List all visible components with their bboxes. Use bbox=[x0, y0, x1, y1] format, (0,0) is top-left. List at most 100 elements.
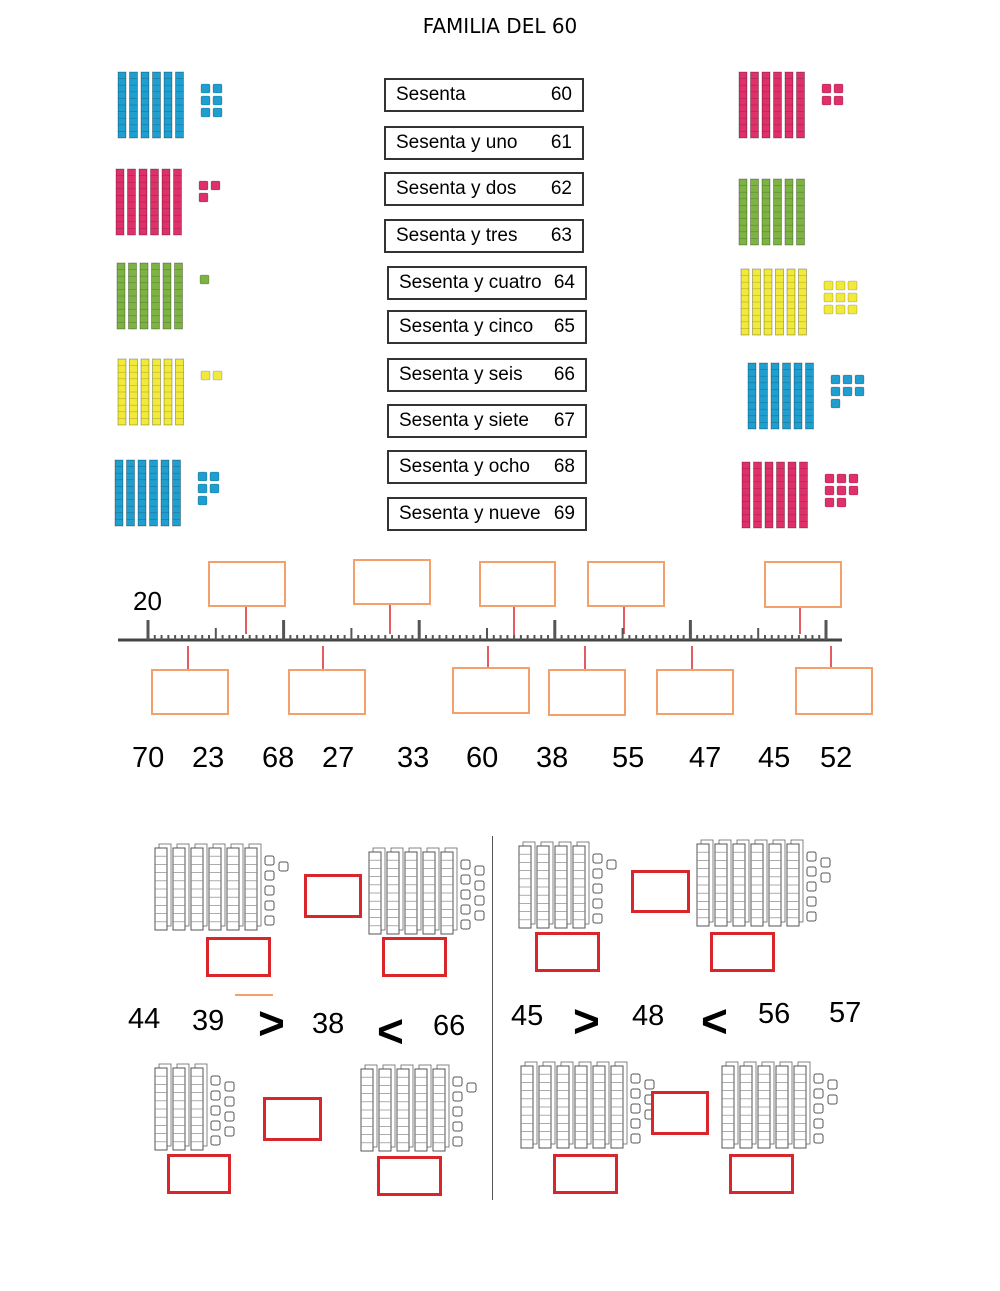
unit-cube bbox=[836, 497, 847, 508]
ten-rod bbox=[750, 71, 759, 139]
draggable-number[interactable]: 56 bbox=[758, 998, 791, 1030]
number-line-answer-box[interactable] bbox=[151, 669, 229, 715]
number-line-answer-box[interactable] bbox=[353, 559, 431, 605]
symbol-answer-box[interactable] bbox=[631, 870, 690, 913]
number-answer-box[interactable] bbox=[729, 1154, 794, 1194]
unit-cube bbox=[823, 292, 834, 303]
number-line-answer-box[interactable] bbox=[795, 667, 873, 715]
ten-rod bbox=[798, 268, 807, 336]
ten-rod bbox=[763, 268, 773, 336]
base-ten-blocks bbox=[520, 1061, 655, 1149]
symbol-answer-box[interactable] bbox=[304, 874, 362, 918]
number-answer-box[interactable] bbox=[535, 932, 600, 972]
number-answer-box[interactable] bbox=[167, 1154, 231, 1194]
unit-cube bbox=[264, 885, 275, 896]
draggable-number[interactable]: 60 bbox=[466, 742, 499, 774]
number-word: Sesenta y dos bbox=[396, 178, 517, 199]
draggable-number[interactable]: 45 bbox=[511, 1000, 544, 1032]
number-answer-box[interactable] bbox=[382, 937, 447, 977]
draggable-number[interactable]: 27 bbox=[322, 742, 355, 774]
ten-rod bbox=[172, 459, 181, 527]
draggable-number[interactable]: 47 bbox=[689, 742, 722, 774]
unit-cube bbox=[224, 1081, 235, 1092]
unit-cube bbox=[835, 304, 846, 315]
symbol-answer-box[interactable] bbox=[263, 1097, 322, 1141]
draggable-number[interactable]: 23 bbox=[192, 742, 225, 774]
ten-rod bbox=[152, 358, 161, 426]
ten-rod bbox=[796, 178, 805, 246]
greater-than-symbol[interactable]: > bbox=[573, 995, 600, 1047]
left-base-ten-blocks[interactable] bbox=[114, 458, 255, 530]
right-base-ten-blocks[interactable] bbox=[740, 267, 881, 339]
unit-cube bbox=[842, 386, 853, 397]
draggable-number[interactable]: 68 bbox=[262, 742, 295, 774]
left-base-ten-blocks[interactable] bbox=[116, 261, 257, 333]
number-line-answer-box[interactable] bbox=[548, 669, 626, 716]
unit-cube bbox=[212, 370, 223, 381]
less-than-symbol[interactable]: < bbox=[701, 995, 728, 1047]
number-line-answer-box[interactable] bbox=[452, 667, 530, 714]
number-line-answer-box[interactable] bbox=[587, 561, 665, 607]
unit-cube bbox=[830, 386, 841, 397]
right-base-ten-blocks[interactable] bbox=[747, 361, 888, 433]
number-line-answer-box[interactable] bbox=[479, 561, 556, 607]
unit-cube bbox=[474, 895, 485, 906]
unit-cube bbox=[806, 881, 817, 892]
draggable-number[interactable]: 52 bbox=[820, 742, 853, 774]
unit-cube bbox=[848, 485, 859, 496]
right-base-ten-blocks[interactable] bbox=[738, 177, 879, 249]
draggable-number[interactable]: 38 bbox=[536, 742, 569, 774]
unit-cube bbox=[842, 374, 853, 385]
unit-cube bbox=[210, 1135, 221, 1146]
ten-rod bbox=[750, 178, 759, 246]
draggable-number[interactable]: 48 bbox=[632, 1000, 665, 1032]
less-than-symbol[interactable]: < bbox=[377, 1005, 404, 1057]
symbol-answer-box[interactable] bbox=[651, 1091, 709, 1135]
unit-cube bbox=[823, 280, 834, 291]
right-base-ten-blocks[interactable] bbox=[741, 460, 882, 532]
number-line-answer-box[interactable] bbox=[288, 669, 366, 715]
number-answer-box[interactable] bbox=[206, 937, 271, 977]
draggable-number[interactable]: 33 bbox=[397, 742, 430, 774]
ten-rod bbox=[799, 461, 808, 529]
ten-rod bbox=[150, 168, 159, 236]
ten-rod bbox=[782, 362, 791, 430]
draggable-number[interactable]: 39 bbox=[192, 1005, 225, 1037]
draggable-number[interactable]: 55 bbox=[612, 742, 645, 774]
ten-rod bbox=[152, 71, 161, 139]
unit-cube bbox=[474, 865, 485, 876]
draggable-number[interactable]: 45 bbox=[758, 742, 791, 774]
right-base-ten-blocks[interactable] bbox=[738, 70, 879, 142]
number-line-answer-box[interactable] bbox=[656, 669, 734, 715]
left-base-ten-blocks[interactable] bbox=[117, 70, 258, 142]
unit-cube bbox=[198, 192, 209, 203]
number-answer-box[interactable] bbox=[377, 1156, 442, 1196]
ten-rod bbox=[761, 178, 771, 246]
ten-rod bbox=[129, 71, 138, 139]
number-line-answer-box[interactable] bbox=[764, 561, 842, 608]
unit-cube bbox=[592, 883, 603, 894]
draggable-number[interactable]: 38 bbox=[312, 1008, 345, 1040]
left-base-ten-blocks[interactable] bbox=[115, 167, 256, 239]
left-base-ten-blocks[interactable] bbox=[117, 357, 258, 429]
number-line-answer-box[interactable] bbox=[208, 561, 286, 607]
unit-cube bbox=[833, 95, 844, 106]
draggable-number[interactable]: 70 bbox=[132, 742, 165, 774]
greater-than-symbol[interactable]: > bbox=[258, 997, 285, 1049]
draggable-number[interactable]: 66 bbox=[433, 1010, 466, 1042]
unit-cube bbox=[197, 471, 208, 482]
number-answer-box[interactable] bbox=[710, 932, 775, 972]
number-answer-box[interactable] bbox=[553, 1154, 618, 1194]
draggable-number[interactable]: 57 bbox=[829, 997, 862, 1029]
draggable-number[interactable]: 44 bbox=[128, 1003, 161, 1035]
